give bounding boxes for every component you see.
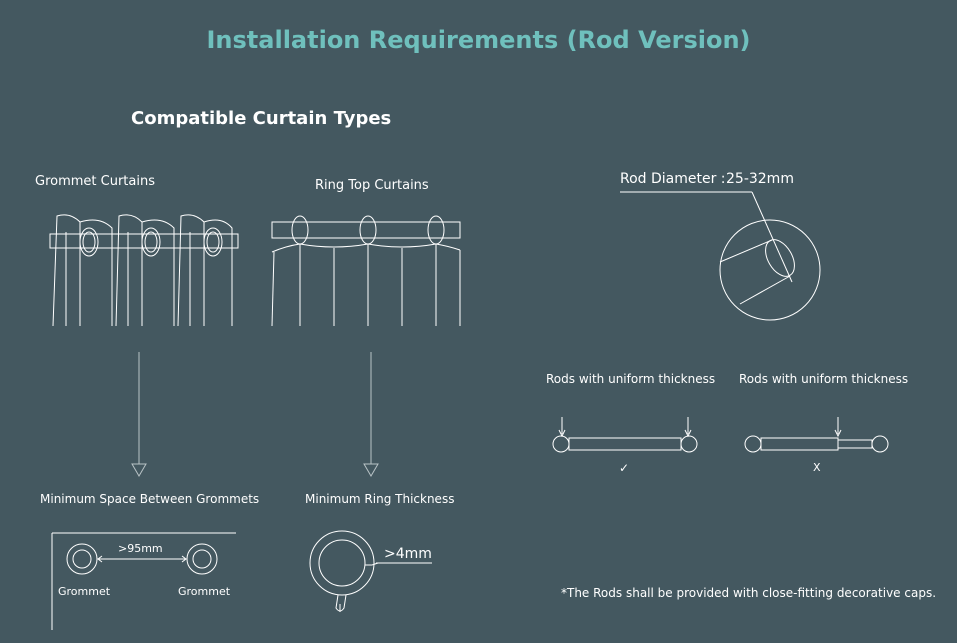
- rod-diameter-value: 25-32mm: [726, 171, 794, 187]
- grommet-spacing-heading: Minimum Space Between Grommets: [40, 492, 260, 506]
- uniform-rod-label-left: Rods with uniform thickness: [546, 372, 716, 386]
- grommet-spacing-measure: >95mm: [118, 542, 163, 555]
- down-arrow-left: [131, 352, 147, 477]
- ring-top-curtain-illustration: [271, 215, 461, 327]
- ring-thickness-illustration: [309, 530, 432, 612]
- uniform-rod-label-right: Rods with uniform thickness: [739, 372, 909, 386]
- down-arrow-right: [363, 352, 379, 477]
- footnote: *The Rods shall be provided with close-f…: [561, 586, 937, 600]
- non-uniform-rod-wrong: [744, 417, 889, 453]
- ring-thickness-measure: >4mm: [384, 546, 432, 562]
- cross-mark: X: [813, 461, 821, 474]
- grommet-caption-right: Grommet: [178, 585, 231, 598]
- ring-thickness-heading: Minimum Ring Thickness: [305, 492, 455, 506]
- page-title: Installation Requirements (Rod Version): [206, 26, 751, 54]
- check-mark: ✓: [619, 461, 630, 475]
- rod-diameter-illustration: [620, 191, 821, 321]
- grommet-caption-left: Grommet: [58, 585, 111, 598]
- uniform-rod-correct: [552, 417, 698, 453]
- ring-top-curtains-label: Ring Top Curtains: [315, 178, 429, 193]
- grommet-spacing-illustration: [51, 532, 236, 630]
- grommet-curtain-illustration: [49, 214, 239, 327]
- section-subtitle: Compatible Curtain Types: [131, 108, 392, 129]
- grommet-curtains-label: Grommet Curtains: [35, 174, 155, 189]
- rod-diameter-label: Rod Diameter :: [620, 171, 726, 187]
